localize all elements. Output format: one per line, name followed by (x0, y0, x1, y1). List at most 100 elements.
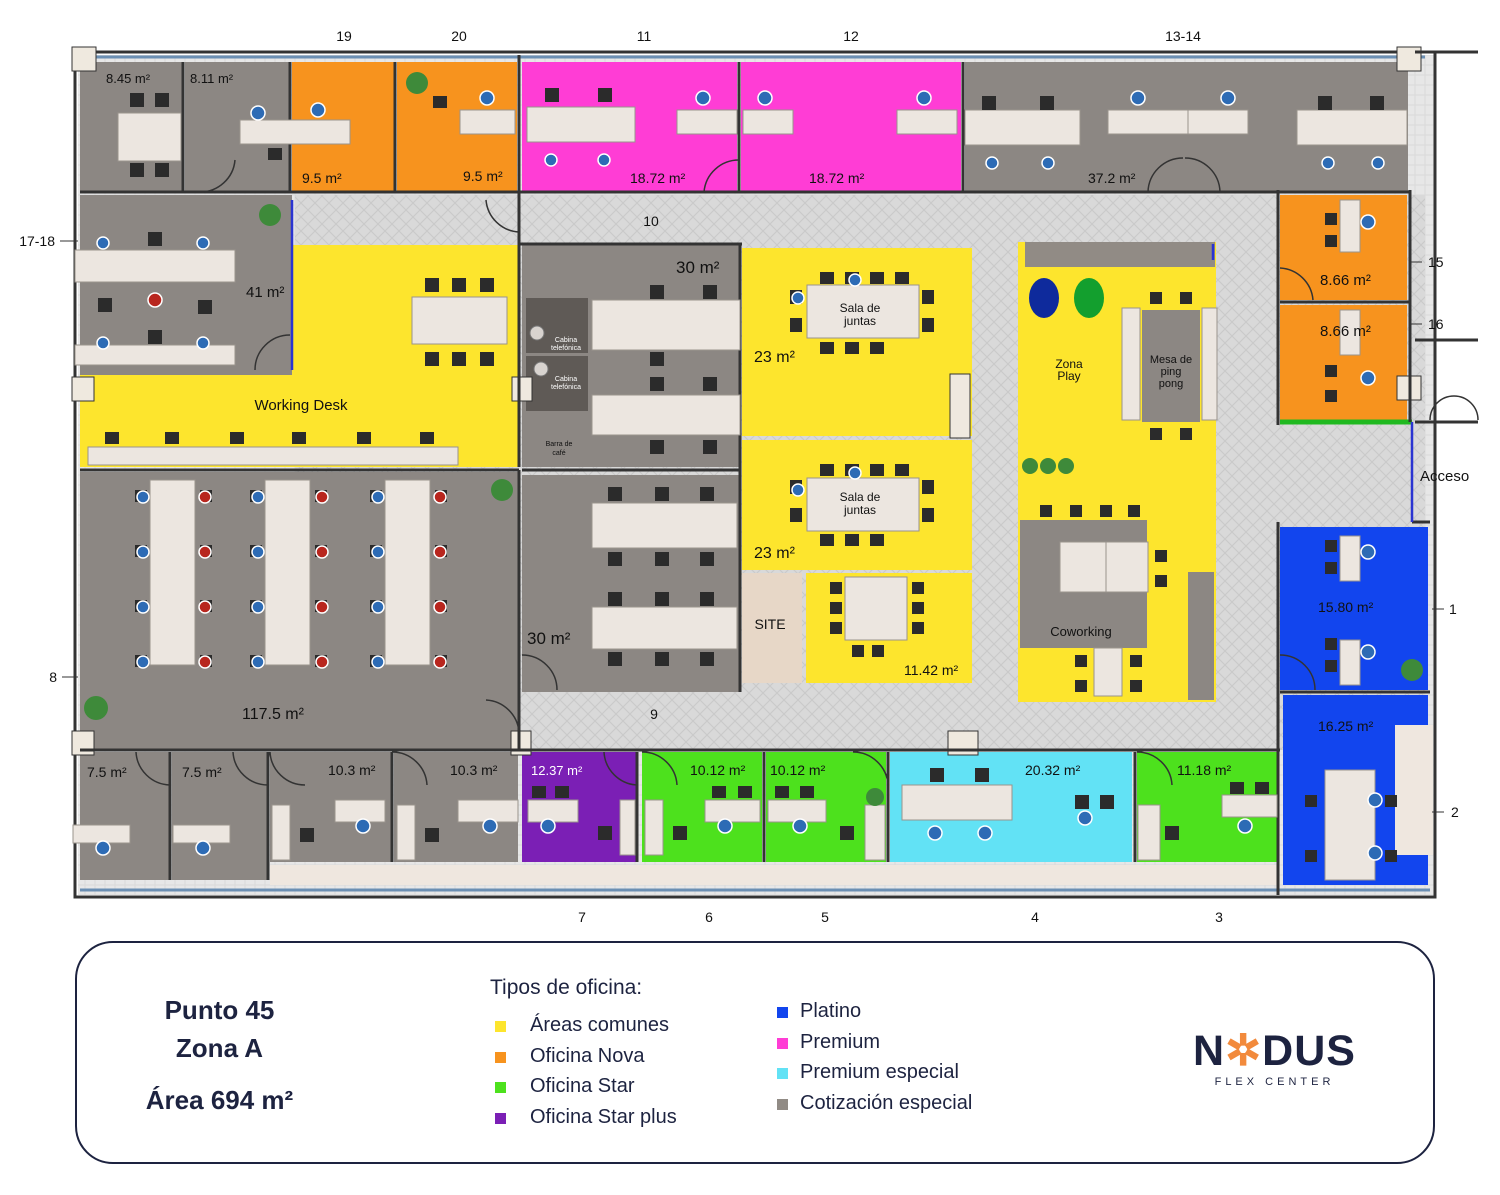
coworking-label: Coworking (1050, 624, 1111, 639)
play-ball-blue (1029, 278, 1059, 318)
desk-clusters-117 (149, 479, 431, 666)
cabina-1-line1: Cabina (555, 337, 577, 344)
area-o5: 10.12 m² (770, 762, 826, 778)
ping-pong-line3: pong (1159, 378, 1183, 390)
barra-cafe-line2: café (552, 450, 565, 457)
area-o19: 9.5 m² (302, 170, 342, 186)
legend-panel: Punto 45 Zona A Área 694 m² Tipos de ofi… (75, 941, 1435, 1164)
interior-walls (80, 50, 1478, 895)
area-meeting3: 11.42 m² (904, 662, 959, 678)
blue-glass (290, 200, 1414, 522)
coworking-side (1188, 572, 1214, 700)
area-sala2: 23 m² (754, 545, 796, 562)
site-room (742, 573, 802, 683)
office-number-2: 2 (1451, 804, 1459, 820)
chairs (98, 88, 1397, 862)
area-o4: 20.32 m² (1025, 762, 1081, 778)
office-number-9: 9 (650, 706, 658, 722)
area-sala1: 23 m² (754, 349, 796, 366)
area-o10: 30 m² (676, 258, 720, 277)
office-numbers: 19 20 11 12 13-14 10 17-18 15 16 Acceso … (19, 28, 1469, 925)
area-o17: 41 m² (246, 284, 284, 301)
barra-cafe (526, 418, 588, 466)
number-ticks (60, 240, 1444, 813)
plants (84, 72, 1423, 806)
working-desk-label: Working Desk (254, 397, 348, 414)
legend-swatch (777, 1007, 788, 1018)
people-markers-red (147, 292, 447, 669)
zona-play-line2: Play (1057, 369, 1080, 383)
brand-logo: N✲DUS FLEX CENTER (1182, 1028, 1367, 1088)
area-b2: 7.5 m² (182, 764, 222, 780)
office-number-15: 15 (1428, 254, 1444, 270)
office-number-1: 1 (1449, 601, 1457, 617)
ping-pong-line2: ping (1161, 366, 1182, 378)
people-markers (95, 90, 1385, 861)
zona-play-line1: Zona (1055, 357, 1083, 371)
area-o6: 10.12 m² (690, 762, 746, 778)
office-number-19: 19 (336, 28, 352, 44)
office-number-10: 10 (643, 213, 659, 229)
legend-heading: Tipos de oficina: (490, 976, 643, 999)
area-o13: 37.2 m² (1088, 170, 1136, 186)
site-label: SITE (754, 616, 785, 632)
desks (72, 106, 1408, 881)
booth-stools (529, 325, 549, 377)
legend-swatch (777, 1068, 788, 1079)
room-labels: Working Desk Sala de juntas Sala de junt… (254, 301, 1192, 639)
legend-swatch (495, 1051, 506, 1063)
room-b2 (172, 752, 267, 880)
brand-mark-icon: ✲ (1225, 1027, 1263, 1075)
area-o3: 11.18 m² (1177, 762, 1232, 778)
access-label: Acceso (1420, 468, 1469, 485)
legend-swatch (777, 1098, 788, 1110)
legend-swatch (495, 1082, 506, 1093)
office-number-6: 6 (705, 909, 713, 925)
ping-pong-bench (1025, 242, 1215, 267)
bottom-hall (270, 865, 1278, 885)
barra-cafe-line1: Barra de (546, 441, 573, 448)
total-area: Área 694 m² (145, 1085, 294, 1115)
legend-swatch (777, 1037, 788, 1049)
ping-pong-table (1142, 310, 1200, 422)
cabina-2-line1: Cabina (555, 376, 577, 383)
area-b3: 10.3 m² (328, 762, 376, 778)
area-o1: 15.80 m² (1318, 599, 1374, 615)
office-number-5: 5 (821, 909, 829, 925)
door-swings (135, 157, 1479, 786)
room-2-counter (1395, 725, 1433, 855)
legend-swatch (495, 1021, 506, 1032)
office-number-3: 3 (1215, 909, 1223, 925)
zone-name: Zona A (175, 1033, 264, 1063)
area-labels: 8.45 m² 8.11 m² 9.5 m² 9.5 m² 18.72 m² 1… (87, 71, 1374, 780)
sala-juntas-1-line2: juntas (843, 314, 876, 328)
office-number-4: 4 (1031, 909, 1039, 925)
office-number-20: 20 (451, 28, 467, 44)
area-o12: 18.72 m² (809, 170, 865, 186)
area-o9: 30 m² (527, 629, 571, 648)
cabina-1 (526, 298, 588, 353)
area-top-8-45: 8.45 m² (106, 71, 151, 86)
office-number-8: 8 (49, 669, 57, 685)
area-o8: 117.5 m² (242, 706, 305, 723)
brand-name: N✲DUS (1193, 1027, 1356, 1075)
floor-plan: 8.45 m² 8.11 m² 9.5 m² 9.5 m² 18.72 m² 1… (19, 28, 1479, 925)
area-b1: 7.5 m² (87, 764, 127, 780)
area-o7: 12.37 m² (531, 763, 583, 778)
office-number-17-18: 17-18 (19, 233, 55, 249)
area-o11: 18.72 m² (630, 170, 686, 186)
play-ball-green (1074, 278, 1104, 318)
sala-juntas-1-line1: Sala de (840, 301, 881, 315)
office-number-12: 12 (843, 28, 859, 44)
room-b1 (80, 752, 170, 880)
ping-pong-line1: Mesa de (1150, 354, 1192, 366)
site-name: Punto 45 (164, 995, 275, 1025)
legend-swatch (495, 1112, 506, 1124)
area-b4: 10.3 m² (450, 762, 498, 778)
office-number-7: 7 (578, 909, 586, 925)
brand-subtitle: FLEX CENTER (1214, 1076, 1335, 1088)
outer-wall (73, 50, 1437, 899)
area-o16: 8.66 m² (1320, 323, 1371, 340)
area-o20: 9.5 m² (463, 168, 503, 184)
area-top-8-11: 8.11 m² (190, 71, 234, 86)
